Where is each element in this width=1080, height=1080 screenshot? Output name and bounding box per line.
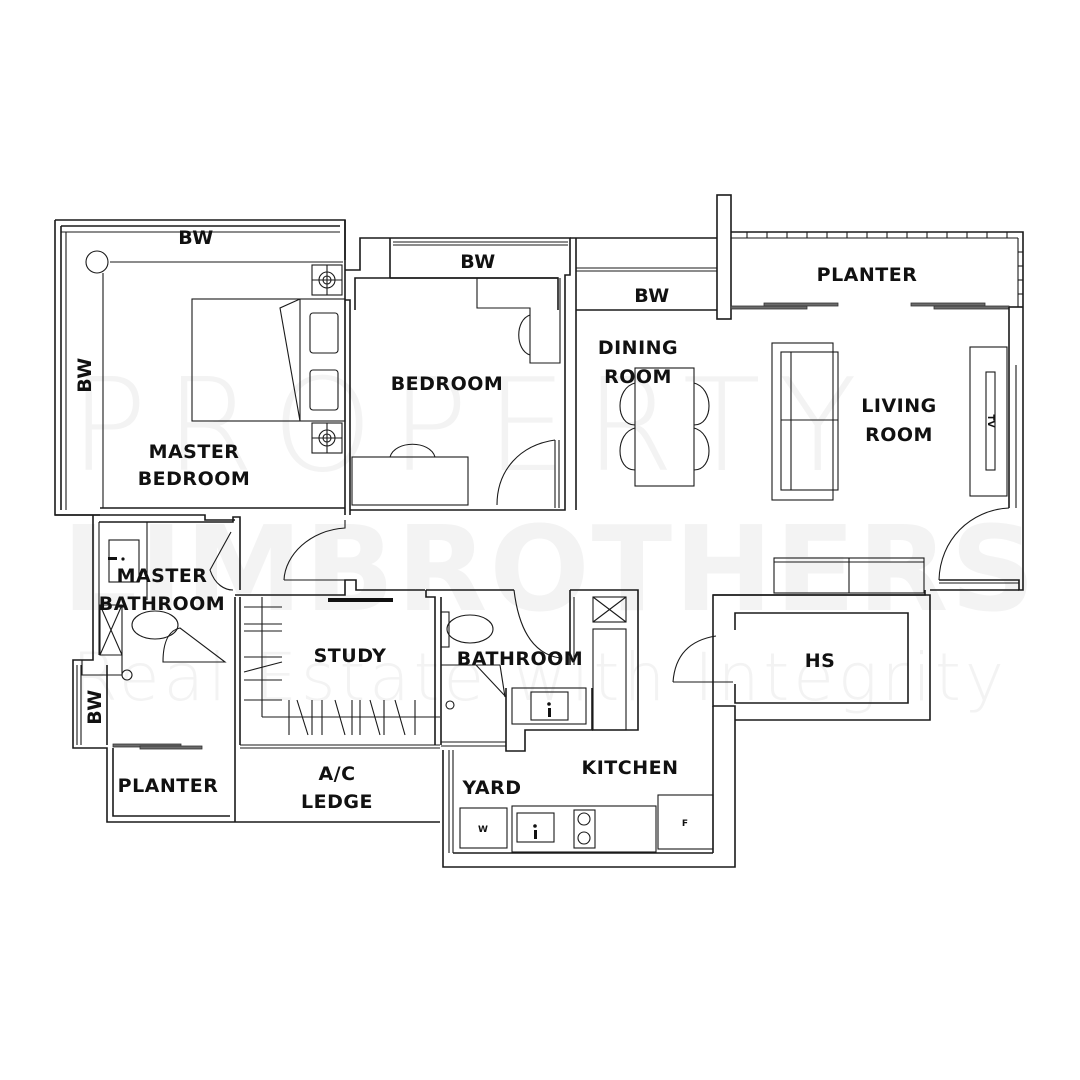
master-bathroom-label-line1: MASTER (117, 565, 208, 587)
kitchen-area: W F KITCHEN YARD (442, 590, 926, 868)
living-room-area: TV PLANTER LIVING ROOM (730, 231, 1024, 594)
master-bathroom-label-line2: BATHROOM (99, 593, 225, 615)
watermark-line1: PROPERTY (70, 352, 875, 501)
watermark-line2: LIMBROTHERS (62, 500, 1037, 638)
master-bedroom-bw-top-label: BW (178, 227, 213, 249)
bathroom-area: BATHROOM (425, 589, 639, 752)
living-room-label-line2: ROOM (865, 424, 933, 446)
living-room-label-line1: LIVING (861, 395, 936, 417)
watermark: PROPERTY LIMBROTHERS Real Estate with In… (62, 352, 1037, 716)
bathroom-bw-label: BW (84, 689, 106, 724)
tv-label: TV (985, 414, 995, 427)
hs-label: HS (805, 650, 836, 672)
dining-room-label-line1: DINING (598, 337, 678, 359)
dining-room-area: BW DINING ROOM (570, 194, 732, 510)
ac-ledge-label-line2: LEDGE (301, 791, 373, 813)
master-bathroom-area: MASTER BATHROOM BW PLANTER (72, 515, 241, 823)
bedroom-area: BW BEDROOM (345, 237, 571, 511)
bathroom-label: BATHROOM (457, 648, 583, 670)
yard-label: YARD (461, 777, 521, 799)
bedroom-label: BEDROOM (391, 373, 504, 395)
kitchen-label: KITCHEN (582, 757, 679, 779)
fridge-label: F (682, 819, 688, 829)
dining-bw-label: BW (634, 285, 669, 307)
planter-bottom-label: PLANTER (118, 775, 219, 797)
planter-top-label: PLANTER (817, 264, 918, 286)
bedroom-bw-label: BW (460, 251, 495, 273)
hs-area: HS (713, 589, 1019, 721)
master-bedroom-label-line2: BEDROOM (138, 468, 251, 490)
study-area: STUDY A/C LEDGE (234, 520, 440, 823)
study-label: STUDY (314, 645, 387, 667)
master-bedroom-bw-left-label: BW (74, 357, 96, 392)
dining-room-label-line2: ROOM (604, 366, 672, 388)
ac-ledge-label-line1: A/C (318, 763, 355, 785)
washer-label: W (478, 825, 488, 835)
master-bedroom-label-line1: MASTER (149, 441, 240, 463)
